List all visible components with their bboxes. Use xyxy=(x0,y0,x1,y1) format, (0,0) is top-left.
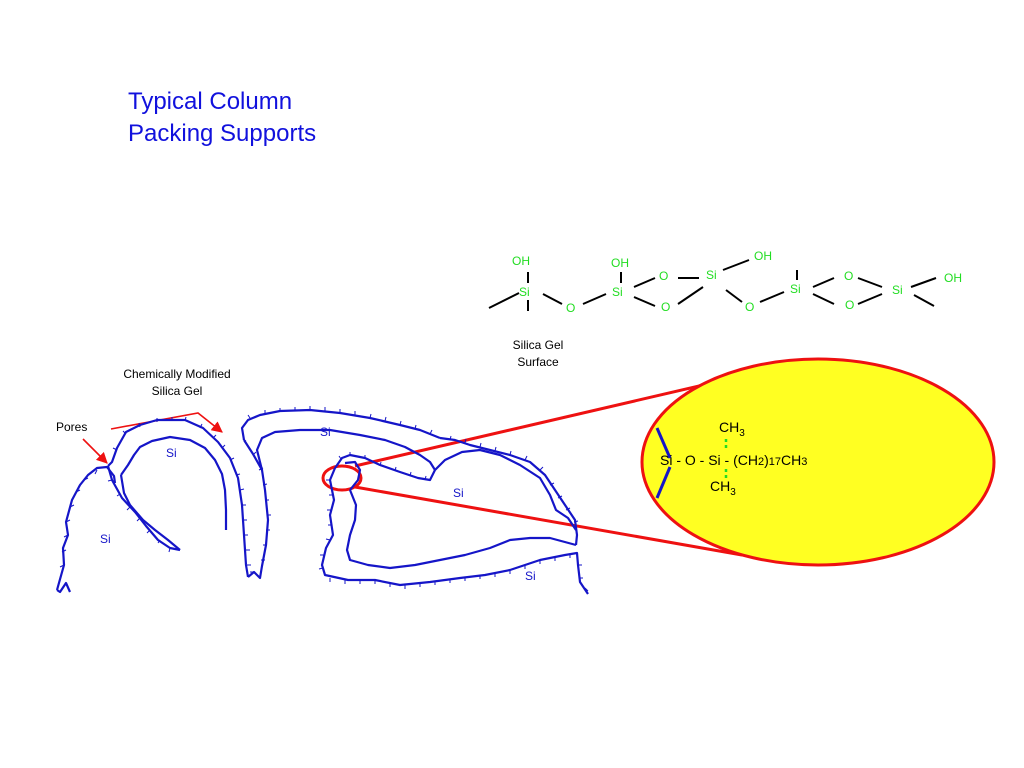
surface-si-2: Si xyxy=(612,285,623,299)
particle-si-e: Si xyxy=(525,569,536,583)
chemically-modified-label: Chemically Modified Silica Gel xyxy=(123,367,231,398)
methyl-top: CH3 xyxy=(719,419,745,439)
surface-oh-3: OH xyxy=(754,249,772,263)
surface-oh-2: OH xyxy=(611,256,629,270)
chemically-modified-arrow xyxy=(110,412,223,433)
surface-si-1: Si xyxy=(519,285,530,299)
surface-si-5: Si xyxy=(892,283,903,297)
surface-o-1: O xyxy=(566,301,575,315)
zoom-source-ellipse xyxy=(321,464,363,492)
surface-o-5: O xyxy=(844,269,853,283)
surface-edge-lower xyxy=(655,466,672,499)
surface-bonds xyxy=(488,259,937,311)
particle-right xyxy=(320,436,589,595)
title-line-1: Typical Column xyxy=(128,88,293,115)
title-line-2: Packing Supports xyxy=(128,120,317,147)
surface-hatching xyxy=(59,406,589,592)
particle-si-a: Si xyxy=(100,532,111,546)
particle-si-c: Si xyxy=(320,425,331,439)
particle-si-d: Si xyxy=(453,486,464,500)
surface-o-3: O xyxy=(661,300,670,314)
surface-oh-1: OH xyxy=(512,254,530,268)
surface-edge-upper xyxy=(655,427,672,459)
porous-particles xyxy=(55,406,589,595)
page-title: Typical Column Packing Supports xyxy=(128,86,316,150)
silica-gel-surface-structure: OH Si O OH Si O O OH Si O Si O O Si OH xyxy=(488,249,962,315)
pores-arrow xyxy=(82,438,108,464)
particle-si-labels: Si Si Si Si Si xyxy=(100,425,536,583)
callout-line-top xyxy=(354,374,743,468)
surface-si-4: Si xyxy=(790,282,801,296)
label-arrows xyxy=(82,412,223,464)
silica-gel-surface-label: Silica Gel Surface xyxy=(512,338,564,369)
surface-si-3: Si xyxy=(706,268,717,282)
particle-left-column xyxy=(55,465,117,594)
methyl-bottom: CH3 xyxy=(710,478,736,498)
particle-strip-left xyxy=(106,418,270,580)
surface-oh-4: OH xyxy=(944,271,962,285)
pores-label: Pores xyxy=(56,420,88,434)
surface-o-4: O xyxy=(745,300,754,314)
bonded-phase-formula: Si - O - Si - (CH2)17CH3 xyxy=(660,452,807,468)
particle-si-b: Si xyxy=(166,446,177,460)
zoom-callout: CH3 Si - O - Si - (CH2)17CH3 CH3 xyxy=(321,357,996,567)
surface-o-6: O xyxy=(845,298,854,312)
zoom-ellipse xyxy=(640,357,996,567)
surface-o-2: O xyxy=(659,269,668,283)
callout-line-bottom xyxy=(354,485,743,557)
